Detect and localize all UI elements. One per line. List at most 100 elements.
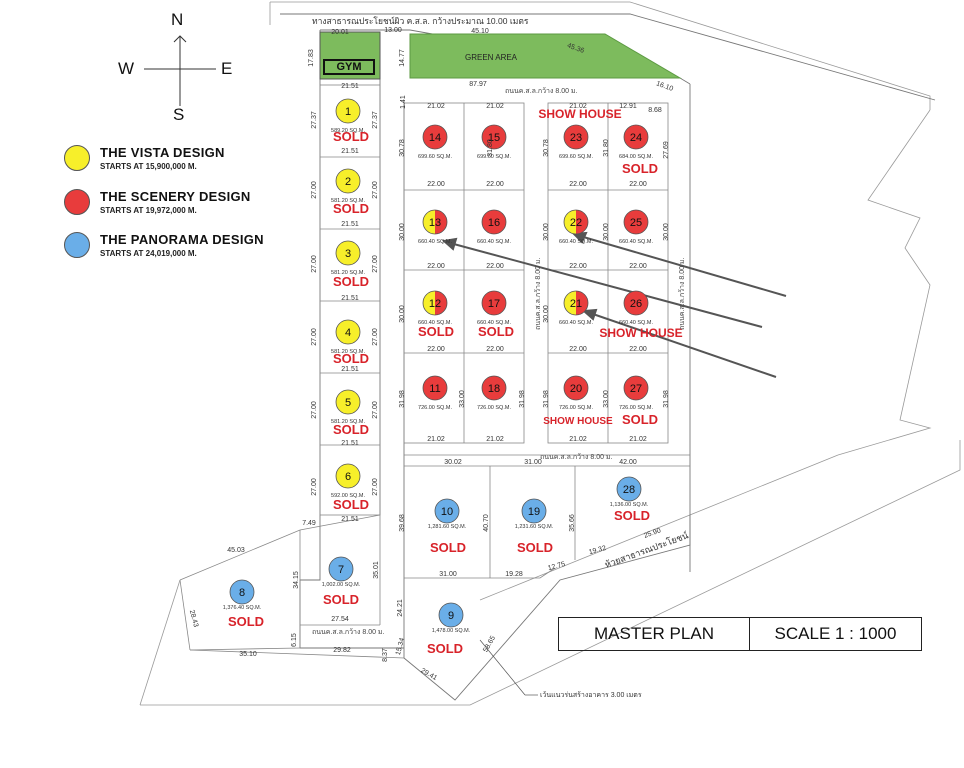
- setback-label: เว้นแนวร่นสร้างอาคาร 3.00 เมตร: [540, 691, 642, 699]
- plot-4-number: 4: [345, 327, 351, 339]
- plot-10[interactable]: 101,281.60 SQ.M.SOLD: [428, 498, 467, 555]
- plot-2-marker: [335, 168, 361, 194]
- plot-9-area: 1,478.00 SQ.M.: [432, 628, 471, 634]
- plot-8-status: SOLD: [228, 614, 264, 629]
- dim-mid-h: 30.00: [543, 305, 550, 323]
- plot-8[interactable]: 8 1,376.40 SQ.M. SOLD: [223, 579, 264, 629]
- dim-p7-bottom: 27.54: [331, 616, 349, 623]
- plot-22-number: 22: [570, 217, 582, 229]
- dim-vista-h: 27.00: [311, 255, 318, 273]
- dim-p8-left: 28.43: [188, 609, 199, 628]
- plot-2-status: SOLD: [333, 201, 369, 216]
- plot-13-area: 660.40 SQ.M.: [418, 239, 452, 245]
- gym-label: GYM: [323, 59, 375, 75]
- legend-vista-dot: [64, 145, 90, 171]
- dim-green-left: 14.77: [399, 49, 406, 67]
- plot-8-area: 1,376.40 SQ.M.: [223, 605, 262, 611]
- plot-10-area: 1,281.60 SQ.M.: [428, 524, 467, 530]
- dim-small-1-41: 1.41: [400, 95, 407, 109]
- dim-block-w: 21.02: [629, 436, 647, 443]
- plot-8-marker: [229, 579, 255, 605]
- dim-p19-top: 31.00: [524, 459, 542, 466]
- plot-18-area: 726.00 SQ.M.: [477, 405, 511, 411]
- dim-vista-h: 27.00: [372, 181, 379, 199]
- plot-23-area: 699.60 SQ.M.: [559, 154, 593, 160]
- dim-top-gym-w: 20.01: [331, 29, 349, 36]
- plot-4-area: 581.20 SQ.M.: [331, 349, 365, 355]
- plot-24-area: 684.00 SQ.M.: [619, 154, 653, 160]
- dim-mid-h: 30.00: [399, 305, 406, 323]
- plot-1-status: SOLD: [333, 129, 369, 144]
- dim-bottom-h: 31.98: [543, 390, 550, 408]
- plot-6-number: 6: [345, 471, 351, 483]
- dim-vista-w: 21.51: [341, 221, 359, 228]
- plot-12-number: 12: [429, 298, 441, 310]
- plot-11-marker: [422, 375, 448, 401]
- dim-block-w2: 22.00: [427, 181, 445, 188]
- dim-p19-bottom: 19.28: [505, 571, 523, 578]
- dim-p9-left: 24.21: [397, 599, 404, 617]
- dim-p28-bottom: 19.32: [588, 545, 607, 556]
- dim-block-w2: 22.00: [569, 181, 587, 188]
- plot-4-marker: [335, 319, 361, 345]
- plot-23-status: SHOW HOUSE: [538, 107, 621, 121]
- plot-21-vista-half: [564, 291, 576, 315]
- dim-top-row-h2: 31.80: [603, 139, 610, 157]
- plot-21-number: 21: [570, 298, 582, 310]
- plot-25-marker: [623, 209, 649, 235]
- plot-14-number: 14: [429, 132, 441, 144]
- plot-28-area: 1,136.00 SQ.M.: [610, 502, 649, 508]
- legend-scenery-dot: [64, 189, 90, 215]
- dim-p10-bottom: 31.00: [439, 571, 457, 578]
- dim-block-w2: 22.00: [629, 346, 647, 353]
- dim-p19-right: 35.66: [569, 514, 576, 532]
- dim-bottom-h: 31.98: [399, 390, 406, 408]
- dim-vista-h-1: 27.37: [372, 111, 379, 129]
- plot-19-area: 1,231.60 SQ.M.: [515, 524, 554, 530]
- plot-19[interactable]: 191,231.60 SQ.M.SOLD: [515, 498, 554, 555]
- plot-12-area: 660.40 SQ.M.: [418, 320, 452, 326]
- plot-12-vista-half: [423, 291, 435, 315]
- plot-8-number: 8: [239, 587, 245, 599]
- plot-28[interactable]: 281,136.00 SQ.M.SOLD: [610, 476, 650, 523]
- plot-27-marker: [623, 375, 649, 401]
- dim-bottom-h2: 33.00: [603, 390, 610, 408]
- dim-p7-bottom2: 29.82: [333, 647, 351, 654]
- dim-top-row-h2: 31.80: [487, 139, 494, 157]
- dim-vista-h: 27.00: [372, 255, 379, 273]
- plot-7[interactable]: 71,002.00 SQ.M.SOLD: [322, 556, 361, 607]
- plot-9[interactable]: 91,478.00 SQ.M.SOLD: [427, 602, 471, 656]
- dim-p10-top: 30.02: [444, 459, 462, 466]
- plot-6-marker: [335, 463, 361, 489]
- dim-small-8-68: 8.68: [648, 107, 662, 114]
- dim-bottom-h: 31.98: [663, 390, 670, 408]
- dim-block-w2: 22.00: [486, 263, 504, 270]
- dim-p10-right: 40.70: [483, 514, 490, 532]
- dim-vista-w: 21.51: [341, 366, 359, 373]
- dim-vista-h: 27.00: [372, 328, 379, 346]
